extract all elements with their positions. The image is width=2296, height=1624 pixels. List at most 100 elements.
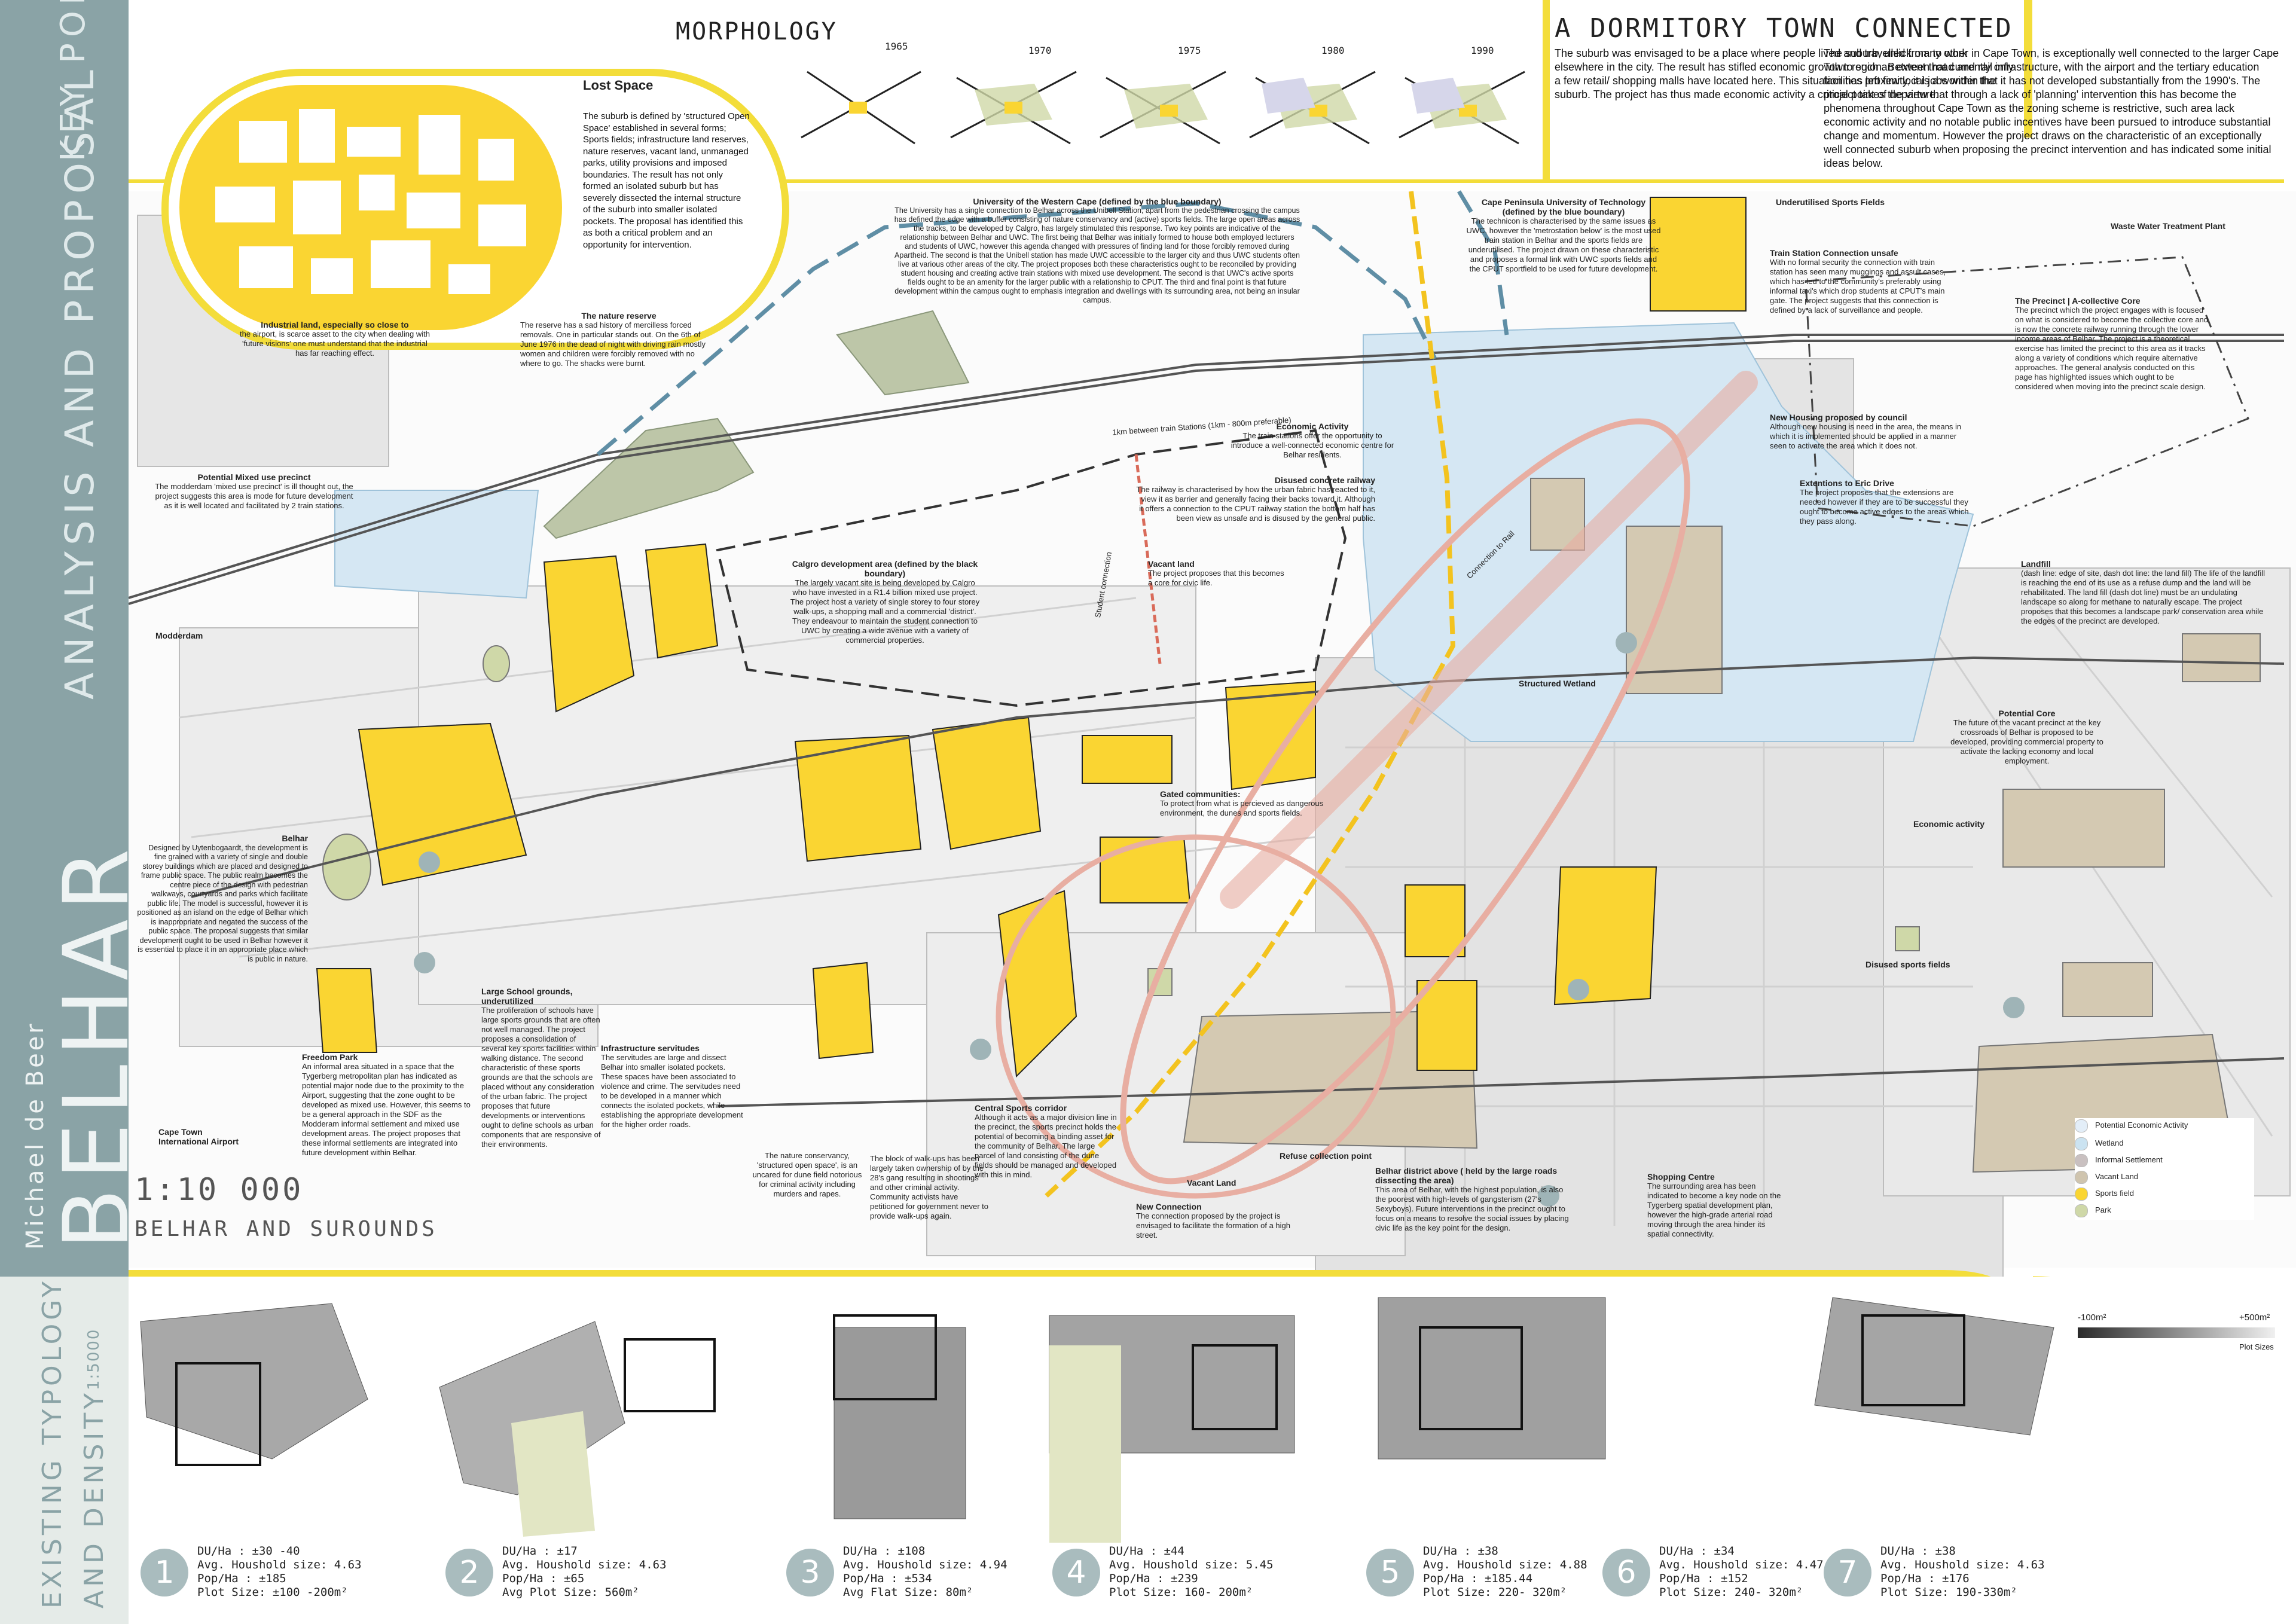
legend-label: Sports field — [2095, 1189, 2135, 1198]
morph-year-1980: 1980 — [1321, 45, 1345, 56]
annotation-cput: Cape Peninsula University of Technology … — [1466, 197, 1661, 273]
morphology-sketches — [801, 71, 1525, 145]
lost-space-text: The suburb is defined by 'structured Ope… — [583, 111, 750, 250]
annotation-waste-water: Waste Water Treatment Plant — [2111, 221, 2225, 231]
annotation-disused-sports: Disused sports fields — [1866, 960, 1950, 969]
legend-swatch — [2075, 1137, 2088, 1150]
typology-plans — [140, 1297, 2054, 1543]
legend-wetland: Wetland — [2075, 1136, 2123, 1150]
sports-fields — [316, 197, 1747, 1078]
scale-subtitle: BELHAR AND SUROUNDS — [135, 1217, 438, 1241]
gradient-max: +500m² — [2239, 1312, 2270, 1323]
gradient-label: Plot Sizes — [2239, 1342, 2274, 1351]
railway-lines — [129, 334, 2285, 1107]
top-right-divider — [2024, 0, 2032, 138]
annotation-gated: Gated communities:To protect from what i… — [1160, 789, 1324, 817]
morph-year-1965: 1965 — [885, 41, 908, 52]
typology-number-3: 3 — [786, 1549, 834, 1596]
typology-number-4: 4 — [1052, 1549, 1100, 1596]
top-divider — [1543, 0, 1550, 179]
typology-number-7: 7 — [1824, 1549, 1871, 1596]
cput-boundary — [1457, 190, 1509, 335]
legend-economic: Potential Economic Activity — [2075, 1118, 2188, 1132]
legend-swatch — [2075, 1119, 2088, 1132]
annotation-belhar-district: Belhar district above ( held by the larg… — [1375, 1166, 1569, 1232]
annotation-conservancy: The nature conservancy, 'structured open… — [752, 1151, 862, 1198]
annotation-vacant-land-bottom: Vacant Land — [1187, 1178, 1236, 1188]
morph-year-1970: 1970 — [1028, 45, 1052, 56]
typology-number-5: 5 — [1366, 1549, 1414, 1596]
typology-scale: 1:5000 — [85, 1328, 103, 1390]
annotation-refuse: Refuse collection point — [1280, 1151, 1372, 1161]
legend-sports: Sports field — [2075, 1186, 2134, 1201]
key-points-band — [0, 0, 129, 179]
legend-swatch — [2075, 1187, 2088, 1201]
site-map — [129, 179, 2291, 1277]
annotation-calgro: Calgro development area (defined by the … — [790, 559, 980, 645]
sidebar — [0, 0, 129, 1624]
morphology-title: MORPHOLOGY — [676, 18, 838, 45]
uwc-boundary — [596, 201, 1437, 456]
legend-label: Informal Settlement — [2095, 1155, 2163, 1164]
nature-reserve — [543, 310, 970, 539]
typology-markers — [414, 632, 2025, 1207]
typology-band — [0, 1277, 129, 1624]
connection-band — [1220, 371, 1758, 909]
typology-number-2: 2 — [445, 1549, 493, 1596]
dormitory-text-left: The suburb was envisaged to be a place w… — [1555, 47, 2014, 100]
scale-ratio: 1:10 000 — [135, 1172, 304, 1208]
annotation-landfill: Landfill(dash line: edge of site, dash d… — [2021, 559, 2266, 625]
typology-number-1: 1 — [141, 1549, 188, 1596]
dormitory-title: A DORMITORY TOWN CONNECTED — [1555, 13, 2013, 44]
dormitory-text-right: The suburb, unlick many other in Cape To… — [1824, 47, 2279, 169]
legend-swatch — [2075, 1153, 2088, 1167]
annotation-airport: Cape Town International Airport — [158, 1127, 239, 1146]
legend-park: Park — [2075, 1203, 2111, 1217]
yellow-connection — [1045, 191, 1456, 1198]
lost-space-map — [179, 85, 562, 330]
morph-year-1975: 1975 — [1178, 45, 1201, 56]
legend-informal: Informal Settlement — [2075, 1153, 2163, 1167]
legend-label: Potential Economic Activity — [2095, 1121, 2188, 1130]
typology-subtitle: AND DENSITY — [79, 1389, 109, 1608]
frame-bottom — [129, 1270, 1991, 1277]
student-connection-arrow — [1134, 454, 1162, 664]
annotation-modderdam: Modderdam — [155, 631, 203, 640]
precinct-ellipse — [1120, 418, 1690, 1185]
analysis-label: ANALYSIS AND PROPOSAL — [57, 64, 103, 700]
calgro-boundary — [716, 429, 1347, 707]
legend-vacant: Vacant Land — [2075, 1170, 2138, 1184]
gradient-min: -100m² — [2078, 1312, 2106, 1323]
core-ellipse — [996, 834, 1396, 1199]
legend: Potential Economic Activity Wetland Info… — [2075, 1118, 2254, 1220]
annotation-underutilised-sports: Underutilised Sports Fields — [1776, 197, 1885, 207]
legend-swatch — [2075, 1170, 2088, 1184]
annotation-uwc: University of the Western Cape (defined … — [894, 197, 1300, 305]
lost-space-figure-ground — [215, 109, 526, 294]
annotation-structured-wetland: Structured Wetland — [1519, 679, 1596, 688]
landfill-boundary — [1805, 256, 2249, 527]
